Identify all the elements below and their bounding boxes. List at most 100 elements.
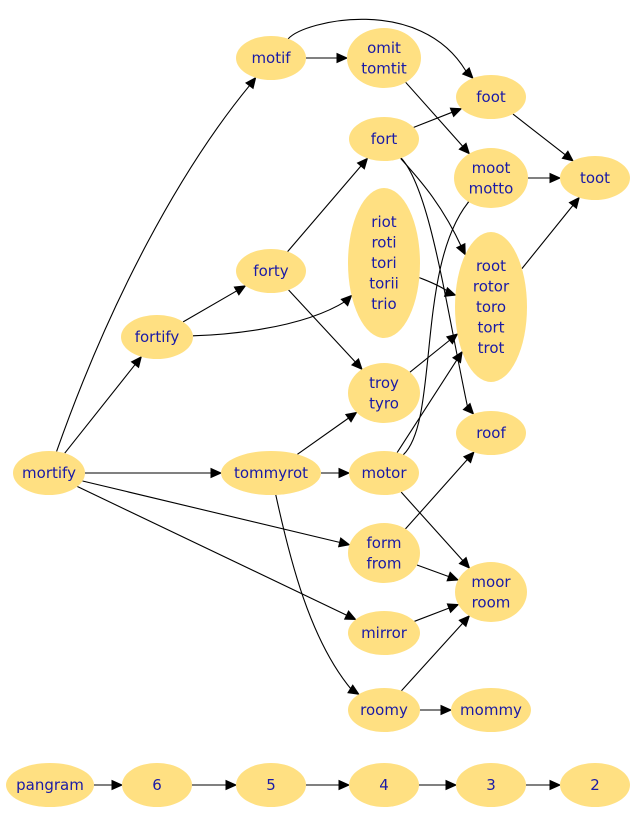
arrowhead	[462, 402, 475, 415]
edge-roomy-to-moor	[401, 615, 471, 692]
edge-line	[64, 363, 137, 454]
node-ellipse	[451, 688, 531, 732]
arrowhead	[458, 615, 471, 628]
arrowhead	[343, 610, 357, 620]
edge-motor-to-root	[396, 350, 463, 453]
edge-line	[414, 607, 451, 622]
node-label: tomtit	[361, 59, 407, 77]
node-label: mommy	[460, 701, 522, 719]
edge-motif-to-foot	[287, 18, 474, 80]
edge-line	[400, 157, 469, 410]
arrowhead	[443, 286, 457, 297]
node-label: 4	[379, 776, 389, 794]
arrowhead	[350, 357, 363, 371]
node-ellipse	[560, 763, 630, 807]
node-ellipse	[122, 763, 192, 807]
arrowhead	[458, 142, 471, 155]
edge-line	[77, 486, 348, 617]
node-ellipse	[348, 188, 420, 338]
node-ellipse	[121, 315, 193, 359]
node-label: trio	[371, 295, 396, 313]
edge-mortify-to-mirror	[77, 486, 357, 620]
arrowhead	[446, 571, 460, 582]
edge-mirror-to-moor	[414, 603, 460, 622]
edge-tommyrot-to-troy	[297, 411, 358, 455]
node-ellipse	[348, 523, 420, 583]
arrowhead	[462, 451, 475, 464]
node-label: toro	[476, 298, 506, 316]
node-ellipse	[347, 28, 421, 88]
node-label: tori	[371, 254, 396, 272]
node-ellipse	[456, 75, 526, 119]
edge-foot-to-toot	[512, 113, 574, 162]
node-fortify: fortify	[121, 315, 193, 359]
node-tommyrot: tommyrot	[221, 451, 321, 495]
arrowhead	[549, 172, 562, 184]
node-label: omit	[367, 39, 401, 57]
edge-line	[297, 417, 350, 455]
edge-troy-to-root	[409, 333, 459, 373]
node-label: 6	[152, 776, 162, 794]
arrowhead	[445, 333, 459, 345]
edge-line	[287, 164, 362, 252]
arrowhead	[338, 467, 351, 479]
edge-n3-to-n2	[526, 779, 562, 791]
node-ellipse	[348, 688, 420, 732]
edge-forty-to-troy	[288, 289, 363, 371]
node-foot: foot	[456, 75, 526, 119]
edge-pangram-to-n6	[94, 779, 124, 791]
node-ellipse	[348, 611, 420, 655]
edge-mortify-to-form	[82, 480, 351, 548]
node-label: torii	[369, 275, 399, 293]
node-ellipse	[454, 148, 528, 208]
edge-line	[401, 622, 464, 692]
node-label: toot	[580, 169, 610, 187]
node-mortify: mortify	[13, 451, 85, 495]
arrowhead	[452, 350, 463, 364]
node-label: fort	[371, 130, 398, 148]
arrowhead	[440, 704, 453, 716]
node-label: moot	[472, 159, 511, 177]
node-mirror: mirror	[348, 611, 420, 655]
arrowhead	[458, 556, 471, 569]
arrowhead	[347, 684, 360, 695]
node-ellipse	[455, 232, 527, 382]
arrowhead	[461, 66, 474, 80]
node-moot: moot motto	[454, 148, 528, 208]
edge-motif-to-omit	[306, 52, 349, 64]
node-toot: toot	[560, 156, 630, 200]
node-label: motto	[469, 179, 514, 197]
node-ellipse	[236, 36, 306, 80]
arrowhead	[225, 779, 238, 791]
edge-line	[192, 300, 347, 337]
node-fort: fort	[349, 117, 419, 161]
node-n5: 5	[236, 763, 306, 807]
node-label: moor	[471, 573, 511, 591]
arrowhead	[561, 150, 574, 162]
node-label: motif	[251, 49, 291, 67]
node-ellipse	[560, 156, 630, 200]
edge-tommyrot-to-roomy	[275, 494, 360, 695]
arrowhead	[455, 242, 466, 256]
node-ellipse	[349, 763, 419, 807]
node-forty: forty	[236, 249, 306, 293]
node-pangram: pangram	[6, 763, 94, 807]
arrowhead	[111, 779, 124, 791]
edge-fort-to-roof	[400, 157, 475, 415]
node-label: forty	[253, 262, 289, 280]
arrowhead	[233, 285, 247, 296]
node-label: mirror	[361, 624, 408, 642]
arrowhead	[449, 107, 463, 118]
arrowhead	[210, 467, 223, 479]
edge-mortify-to-tommyrot	[85, 467, 223, 479]
node-label: motor	[361, 464, 407, 482]
edge-line	[402, 194, 475, 456]
node-label: root	[476, 257, 506, 275]
node-ellipse	[349, 117, 419, 161]
edge-fortify-to-forty	[182, 285, 247, 323]
edge-line	[413, 111, 454, 128]
